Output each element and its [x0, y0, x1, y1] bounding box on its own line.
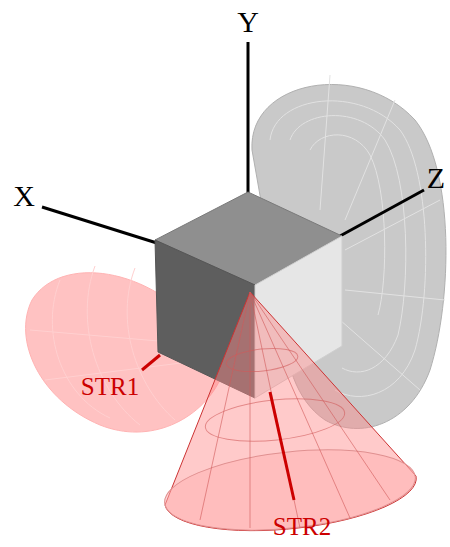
str2-leader [270, 392, 294, 500]
x-axis [42, 207, 160, 244]
callout-label: STR1 [81, 374, 139, 399]
str2-cone [161, 292, 420, 541]
axis-label: Z [427, 163, 445, 193]
y-axis [247, 42, 250, 194]
callout-label: STR2 [273, 514, 331, 539]
axis-label: X [13, 181, 35, 211]
z-axis [340, 190, 424, 236]
str1-leader [142, 355, 160, 370]
axis-label: Y [237, 7, 259, 37]
